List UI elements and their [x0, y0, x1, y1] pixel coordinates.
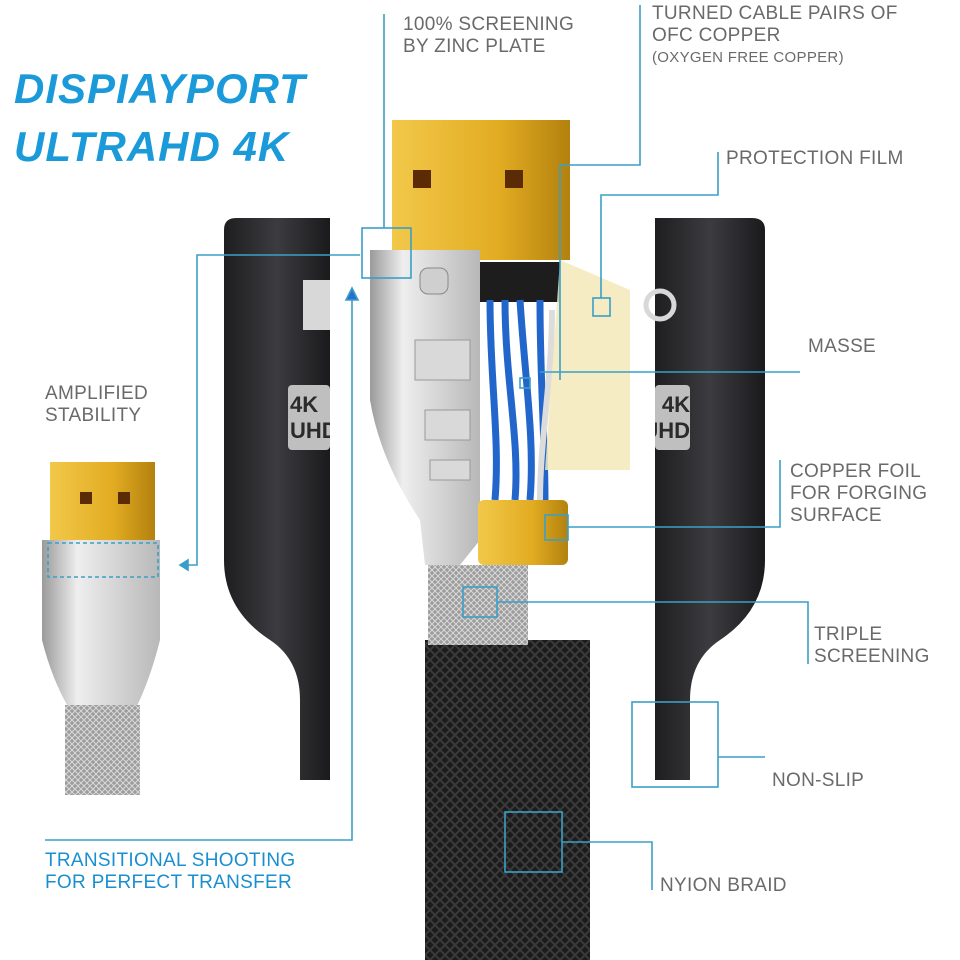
silver-housing	[370, 250, 480, 565]
page-title: DISPIAYPORT ULTRAHD 4K	[14, 60, 306, 176]
label-line: STABILITY	[45, 405, 142, 426]
label-transitional: TRANSITIONAL SHOOTING FOR PERFECT TRANSF…	[45, 850, 296, 894]
label-screening: 100% SCREENING BY ZINC PLATE	[403, 14, 574, 58]
label-non-slip: NON-SLIP	[772, 770, 865, 791]
label-protection-film: PROTECTION FILM	[726, 148, 904, 169]
copper-foil-ring	[478, 500, 568, 565]
label-line: (OXYGEN FREE COPPER)	[652, 49, 844, 66]
label-triple-screening: TRIPLE SCREENING	[814, 624, 930, 668]
label-line: FOR PERFECT TRANSFER	[45, 872, 293, 893]
label-copper-foil: COPPER FOIL FOR FORGING SURFACE	[790, 461, 927, 527]
label-masse: MASSE	[808, 336, 877, 357]
right-badge: 4K UHD	[655, 392, 690, 443]
protection-film	[545, 260, 630, 470]
small-plug	[42, 462, 160, 795]
label-line: BY ZINC PLATE	[403, 36, 546, 57]
label-line: TRANSITIONAL SHOOTING	[45, 850, 296, 871]
label-line: TURNED CABLE PAIRS OF	[652, 3, 898, 24]
title-line: DISPIAYPORT	[14, 65, 306, 112]
gold-plug	[392, 120, 570, 260]
label-line: COPPER FOIL	[790, 461, 922, 482]
label-line: OFC COPPER	[652, 25, 781, 46]
braided-cable	[425, 640, 590, 960]
label-line: AMPLIFIED	[45, 383, 148, 404]
title-line: ULTRAHD 4K	[14, 123, 290, 170]
label-amplified: AMPLIFIED STABILITY	[45, 383, 148, 427]
label-line: TRIPLE	[814, 624, 883, 645]
callout-lines	[45, 5, 809, 890]
label-line: FOR FORGING	[790, 483, 928, 504]
left-connector	[224, 218, 330, 780]
label-line: 100% SCREENING	[403, 14, 575, 35]
label-line: SURFACE	[790, 505, 882, 526]
label-line: SCREENING	[814, 646, 930, 667]
label-nyion-braid: NYION BRAID	[660, 875, 787, 896]
left-badge: 4K UHD	[290, 392, 330, 443]
metal-mesh	[428, 565, 528, 645]
label-cable-pairs: TURNED CABLE PAIRS OF OFC COPPER (OXYGEN…	[652, 3, 898, 69]
right-connector	[643, 218, 765, 780]
